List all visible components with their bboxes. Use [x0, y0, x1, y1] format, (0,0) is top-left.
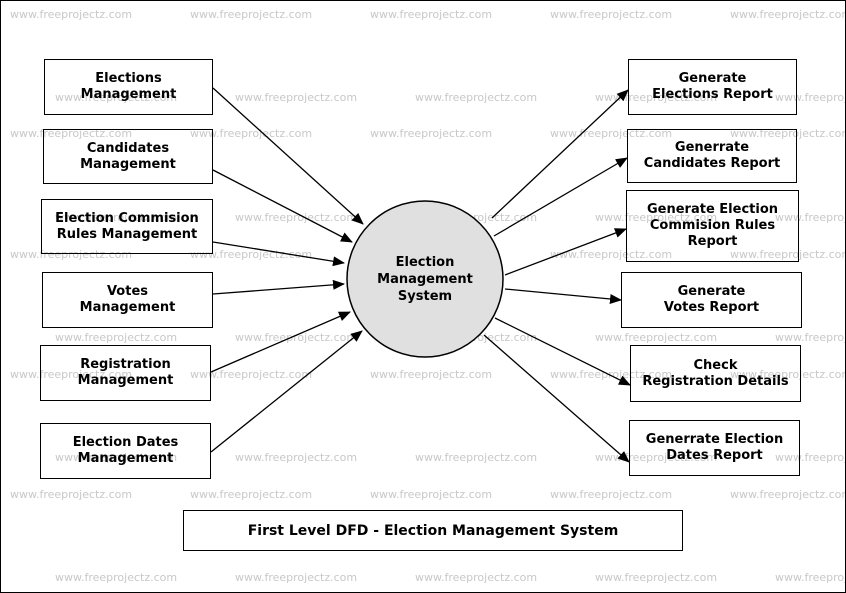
watermark-text: www.freeprojectz.com — [730, 488, 846, 501]
watermark-text: www.freeprojectz.com — [190, 127, 313, 140]
entity-generrate-candidates-report: Generrate Candidates Report — [627, 129, 797, 183]
watermark-text: www.freeprojectz.com — [235, 211, 358, 224]
entity-votes-management: Votes Management — [42, 272, 213, 328]
watermark-text: www.freeprojectz.com — [190, 368, 313, 381]
watermark-text: www.freeprojectz.com — [55, 331, 178, 344]
process-circle — [346, 200, 504, 358]
entity-check-registration-details: Check Registration Details — [630, 345, 801, 402]
watermark-text: www.freeprojectz.com — [10, 127, 133, 140]
watermark-text: www.freeprojectz.com — [10, 488, 133, 501]
watermark-text: www.freeprojectz.com — [730, 368, 846, 381]
watermark-text: www.freeprojectz.com — [550, 368, 673, 381]
watermark-text: www.freeprojectz.com — [370, 127, 493, 140]
entity-generrate-election-dates-report: Generrate Election Dates Report — [629, 420, 800, 476]
watermark-text: www.freeprojectz.com — [235, 451, 358, 464]
watermark-text: www.freeprojectz.com — [415, 451, 538, 464]
watermark-text: www.freeprojectz.com — [370, 8, 493, 21]
arrow-registration-to-system — [210, 311, 351, 373]
watermark-text: www.freeprojectz.com — [415, 91, 538, 104]
entity-candidates-management: Candidates Management — [43, 129, 213, 184]
watermark-text: www.freeprojectz.com — [55, 211, 178, 224]
entity-generate-election-commision-rules-report: Generate Election Commision Rules Report — [626, 190, 799, 262]
arrow-commision-rules-to-system — [212, 241, 345, 267]
watermark-text: www.freeprojectz.com — [415, 571, 538, 584]
watermark-text: www.freeprojectz.com — [55, 91, 178, 104]
arrow-votes-to-system — [212, 279, 345, 295]
arrow-election-dates-to-system — [210, 330, 363, 453]
watermark-text: www.freeprojectz.com — [190, 248, 313, 261]
arrow-system-to-votes-report — [504, 288, 622, 304]
watermark-text: www.freeprojectz.com — [190, 8, 313, 21]
arrow-system-to-registration — [494, 317, 631, 386]
watermark-text: www.freeprojectz.com — [55, 451, 178, 464]
watermark-text: www.freeprojectz.com — [235, 331, 358, 344]
entity-election-commision-rules-management: Election Commision Rules Management — [41, 199, 213, 254]
watermark-text: www.freeprojectz.com — [595, 571, 718, 584]
watermark-text: www.freeprojectz.com — [775, 571, 846, 584]
arrow-candidates-to-system — [212, 169, 353, 243]
watermark-text: www.freeprojectz.com — [190, 488, 313, 501]
watermark-text: www.freeprojectz.com — [730, 127, 846, 140]
watermark-text: www.freeprojectz.com — [235, 91, 358, 104]
watermark-text: www.freeprojectz.com — [550, 248, 673, 261]
arrow-system-to-elections-report — [491, 89, 629, 219]
process-label: Election Management System — [377, 254, 473, 304]
arrow-elections-to-system — [212, 87, 364, 225]
watermark-text: www.freeprojectz.com — [55, 571, 178, 584]
entity-election-dates-management: Election Dates Management — [40, 423, 211, 479]
entity-registration-management: Registration Management — [40, 345, 211, 401]
diagram-title: First Level DFD - Election Management Sy… — [183, 510, 683, 551]
watermark-text: www.freeprojectz.com — [775, 451, 846, 464]
watermark-text: www.freeprojectz.com — [10, 8, 133, 21]
watermark-text: www.freeprojectz.com — [10, 248, 133, 261]
watermark-text: www.freeprojectz.com — [730, 8, 846, 21]
watermark-text: www.freeprojectz.com — [370, 368, 493, 381]
watermark-text: www.freeprojectz.com — [595, 331, 718, 344]
watermark-text: www.freeprojectz.com — [775, 211, 846, 224]
watermark-text: www.freeprojectz.com — [775, 331, 846, 344]
entity-generate-votes-report: Generate Votes Report — [621, 272, 802, 328]
watermark-text: www.freeprojectz.com — [550, 127, 673, 140]
entity-elections-management: Elections Management — [44, 59, 213, 115]
watermark-text: www.freeprojectz.com — [550, 488, 673, 501]
arrow-system-to-candidates-report — [493, 157, 628, 237]
watermark-text: www.freeprojectz.com — [235, 571, 358, 584]
watermark-text: www.freeprojectz.com — [775, 91, 846, 104]
watermark-text: www.freeprojectz.com — [730, 248, 846, 261]
arrow-system-to-commision-report — [504, 228, 627, 276]
arrow-system-to-dates-report — [483, 334, 630, 463]
watermark-text: www.freeprojectz.com — [370, 488, 493, 501]
watermark-text: www.freeprojectz.com — [550, 8, 673, 21]
watermark-text: www.freeprojectz.com — [595, 211, 718, 224]
entity-generate-elections-report: Generate Elections Report — [628, 59, 797, 115]
